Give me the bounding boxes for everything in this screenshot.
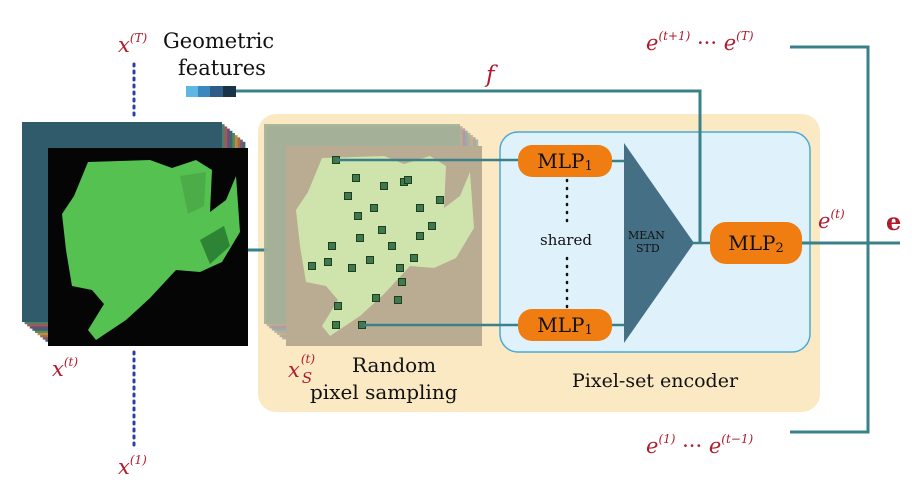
x-t-label: x(t) [52, 355, 79, 381]
feature-bar-seg4 [223, 86, 236, 97]
sampled-pixel [380, 182, 388, 190]
sampled-pixel [404, 176, 412, 184]
sampled-pixel [328, 242, 336, 250]
sampled-pixel [308, 262, 316, 270]
mlp1-bottom-label: MLP [537, 313, 585, 337]
sampled-pixel [370, 204, 378, 212]
mlp2-label: MLP [728, 231, 776, 255]
sampled-pixel [416, 232, 424, 240]
e-output-label: e [886, 207, 902, 236]
sampled-pixel [352, 174, 360, 182]
feature-bar-seg1 [186, 86, 198, 97]
field-patch [180, 172, 206, 214]
encoder-label: Pixel-set encoder [572, 370, 739, 392]
e-past-label: e(1) ··· e(t−1) [646, 432, 754, 458]
sampled-pixel [354, 212, 362, 220]
field-shadow [200, 226, 230, 264]
shared-label: shared [540, 231, 592, 249]
std-label: STD [636, 242, 660, 255]
sampled-pixel [428, 222, 436, 230]
random-label-line2: pixel sampling [310, 380, 458, 404]
random-label-line1: Random [352, 353, 437, 377]
x-1-base: x [118, 455, 130, 479]
e-t-label: e(t) [818, 207, 845, 233]
xs-superscript: (t) [300, 352, 316, 366]
mean-label: MEAN [628, 229, 665, 242]
x-T-base: x [118, 33, 130, 57]
sampled-pixel [388, 242, 396, 250]
sampled-pixel [394, 296, 402, 304]
sampled-pixel [436, 196, 444, 204]
e-t-base: e [818, 209, 831, 233]
e-past-a: e [646, 434, 659, 458]
x-1-label: x(1) [118, 453, 147, 479]
sampled-pixel [410, 254, 418, 262]
sampled-pixel [398, 278, 406, 286]
bracket-top [790, 45, 870, 243]
sampled-field [296, 156, 474, 336]
sampled-pixel [324, 258, 332, 266]
e-future-label: e(t+1) ··· e(T) [646, 29, 754, 55]
geometric-label-line1: Geometric [163, 29, 275, 53]
image-stack [22, 122, 248, 346]
e-future-a: e [646, 31, 659, 55]
x-1-superscript: (1) [129, 453, 147, 467]
e-past-b-sup: (t−1) [721, 432, 754, 446]
x-t-base: x [52, 357, 64, 381]
e-past-dots: ··· [675, 434, 709, 458]
aggregation-triangle [624, 143, 694, 343]
sampled-stack [264, 124, 482, 346]
xs-base: x [288, 358, 300, 382]
sampled-pixel [378, 226, 386, 234]
sampled-pixel [416, 204, 424, 212]
x-t-superscript: (t) [63, 355, 79, 369]
mlp2-subscript: 2 [775, 240, 784, 256]
e-future-b-sup: (T) [736, 29, 754, 43]
sampled-pixel [334, 302, 342, 310]
geometric-label-line2: features [178, 56, 266, 80]
feature-bar-seg3 [210, 86, 223, 97]
x-T-superscript: (T) [129, 31, 148, 45]
sampled-pixel [332, 321, 340, 329]
e-future-dots: ··· [690, 31, 724, 55]
x-T-label: x(T) [118, 31, 148, 57]
sampled-pixel [344, 192, 352, 200]
mlp1-bottom-subscript: 1 [584, 322, 593, 338]
e-future-a-sup: (t+1) [658, 29, 691, 43]
geometric-feature-line [236, 89, 702, 243]
sampled-pixel [372, 294, 380, 302]
sampled-pixel [366, 256, 374, 264]
bracket-bottom [790, 243, 870, 434]
f-label: f [486, 62, 495, 88]
mlp1-top-subscript: 1 [584, 158, 593, 174]
e-t-superscript: (t) [830, 207, 845, 221]
feature-bar-seg2 [198, 86, 210, 97]
sampled-pixel [356, 234, 364, 242]
e-future-b: e [723, 31, 737, 55]
sampled-pixel [396, 264, 404, 272]
xs-label: x(t) S [288, 353, 316, 386]
e-past-b: e [708, 434, 722, 458]
mlp1-top-label: MLP [537, 149, 585, 173]
xs-subscript: S [301, 369, 313, 387]
sampled-pixel [348, 264, 356, 272]
e-past-a-sup: (1) [658, 432, 676, 446]
